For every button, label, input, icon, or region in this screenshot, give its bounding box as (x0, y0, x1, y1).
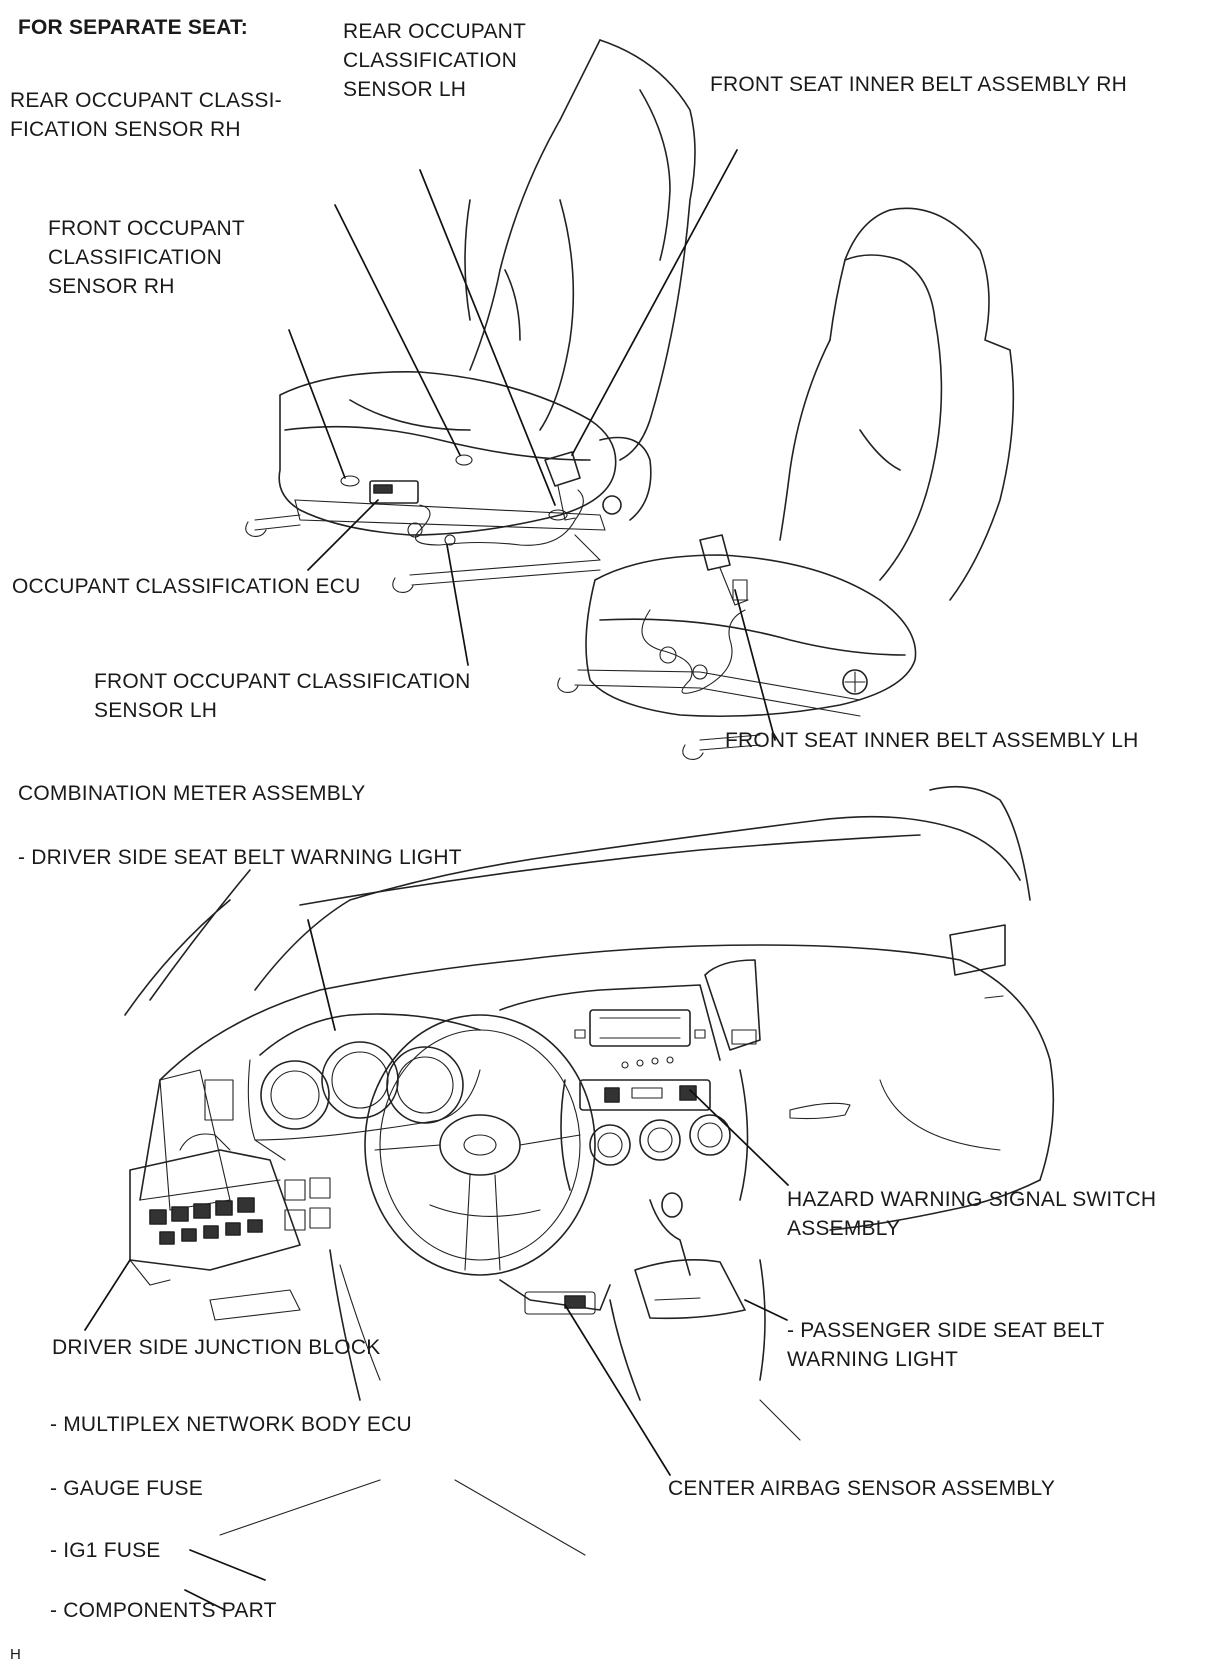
label-components-part: - COMPONENTS PART (50, 1599, 277, 1622)
label-front-occupant-sensor-lh: FRONT OCCUPANT CLASSIFICATION SENSOR LH (94, 670, 471, 722)
label-combination-meter: COMBINATION METER ASSEMBLY (18, 782, 366, 805)
label-rear-occupant-sensor-lh: REAR OCCUPANT CLASSIFICATION SENSOR LH (343, 20, 527, 101)
section-title: FOR SEPARATE SEAT: (18, 16, 248, 39)
label-front-occupant-sensor-rh: FRONT OCCUPANT CLASSIFICATION SENSOR RH (48, 217, 245, 298)
label-front-seat-belt-lh: FRONT SEAT INNER BELT ASSEMBLY LH (725, 729, 1139, 752)
dashboard-illustration (124, 785, 1055, 1556)
label-gauge-fuse: - GAUGE FUSE (50, 1477, 203, 1500)
figure-code: H (10, 1646, 22, 1663)
label-driver-seatbelt-warning: - DRIVER SIDE SEAT BELT WARNING LIGHT (18, 846, 462, 869)
label-hazard-switch: HAZARD WARNING SIGNAL SWITCH ASSEMBLY (787, 1188, 1157, 1240)
label-front-seat-belt-rh: FRONT SEAT INNER BELT ASSEMBLY RH (710, 73, 1127, 96)
label-passenger-seatbelt-warning: - PASSENGER SIDE SEAT BELT WARNING LIGHT (787, 1319, 1105, 1371)
label-junction-block: DRIVER SIDE JUNCTION BLOCK (52, 1336, 381, 1359)
leader-lines (84, 149, 789, 1611)
label-rear-occupant-sensor-rh: REAR OCCUPANT CLASSI- FICATION SENSOR RH (10, 89, 282, 141)
label-occupant-classification-ecu: OCCUPANT CLASSIFICATION ECU (12, 575, 361, 598)
rear-seat-illustration (245, 39, 696, 593)
label-ig1-fuse: - IG1 FUSE (50, 1539, 161, 1562)
label-center-airbag-sensor: CENTER AIRBAG SENSOR ASSEMBLY (668, 1477, 1056, 1500)
front-seat-illustration (557, 207, 1015, 760)
label-multiplex-ecu: - MULTIPLEX NETWORK BODY ECU (50, 1413, 412, 1436)
